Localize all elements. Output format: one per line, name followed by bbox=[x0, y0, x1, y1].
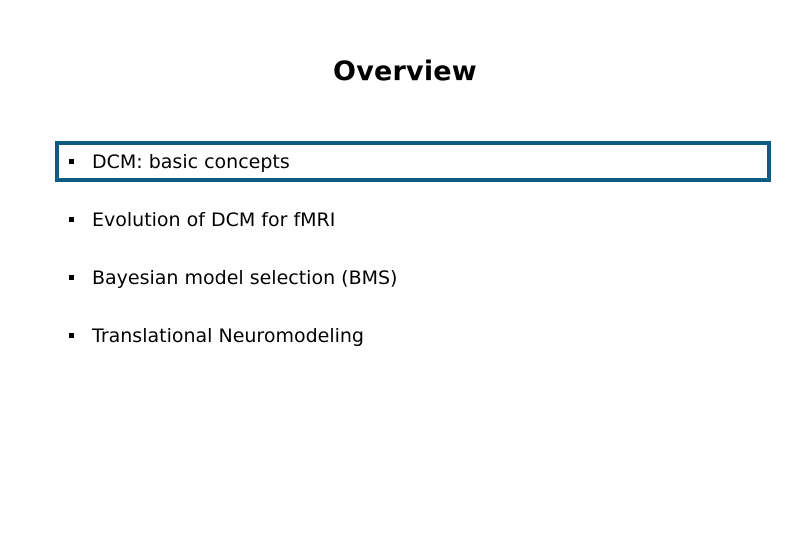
list-item-inner[interactable]: Evolution of DCM for fMRI bbox=[55, 199, 771, 240]
list-item[interactable]: DCM: basic concepts bbox=[0, 141, 810, 199]
list-item[interactable]: Bayesian model selection (BMS) bbox=[0, 257, 810, 315]
list-item-label: DCM: basic concepts bbox=[92, 150, 290, 173]
list-item[interactable]: Translational Neuromodeling bbox=[0, 315, 810, 373]
page-title: Overview bbox=[333, 56, 477, 87]
bullet-icon bbox=[59, 152, 85, 171]
list-item[interactable]: Evolution of DCM for fMRI bbox=[0, 199, 810, 257]
list-item-label: Evolution of DCM for fMRI bbox=[92, 208, 336, 231]
list-item-inner[interactable]: Translational Neuromodeling bbox=[55, 315, 771, 356]
list-item-label: Translational Neuromodeling bbox=[92, 324, 364, 347]
list-item-label: Bayesian model selection (BMS) bbox=[92, 266, 398, 289]
bullet-icon bbox=[59, 268, 85, 287]
overview-bullet-list: DCM: basic concepts Evolution of DCM for… bbox=[0, 141, 810, 373]
bullet-icon bbox=[59, 210, 85, 229]
list-item-inner[interactable]: Bayesian model selection (BMS) bbox=[55, 257, 771, 298]
bullet-icon bbox=[59, 326, 85, 345]
highlight-box[interactable]: DCM: basic concepts bbox=[55, 141, 771, 182]
